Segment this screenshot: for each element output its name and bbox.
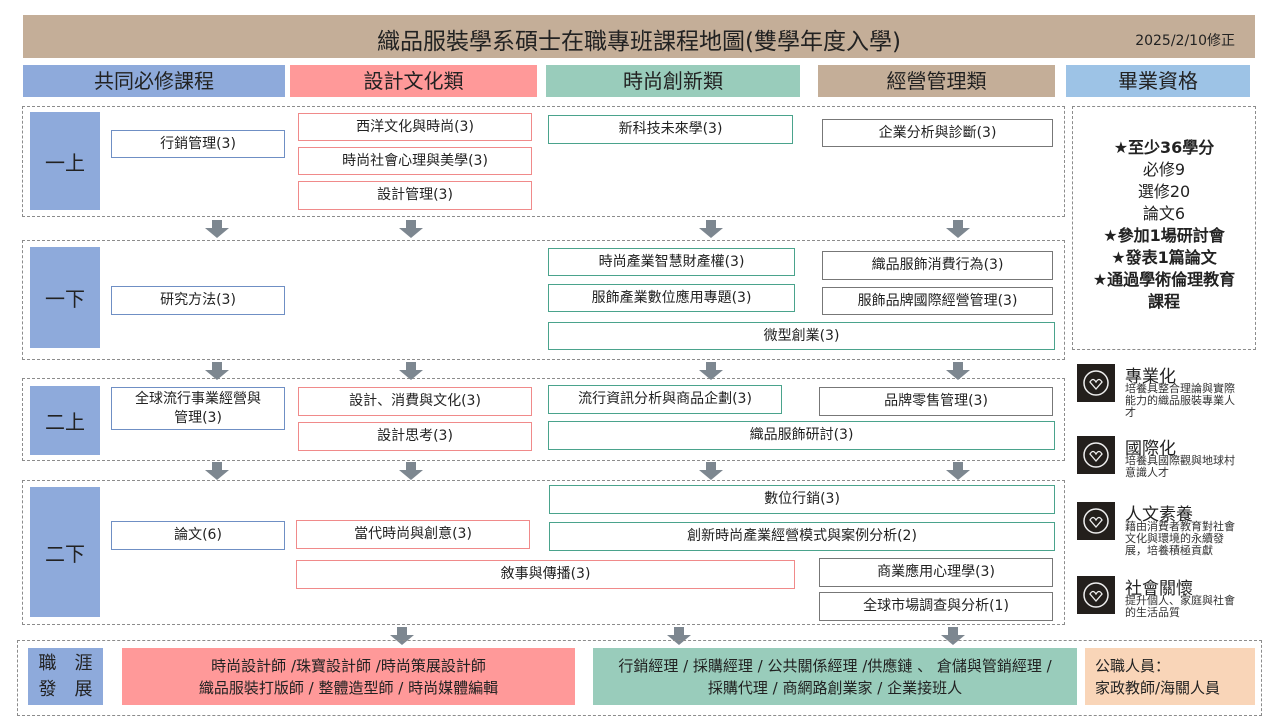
header-graduation: 畢業資格 [1066, 65, 1250, 97]
career-label-line: 職 涯 [38, 652, 93, 674]
course-box: 數位行銷(3) [549, 485, 1055, 514]
value-title: 國際化 [1125, 439, 1176, 459]
req-publish: ★發表1篇論文 [1111, 248, 1217, 267]
value-item: 專業化 培養具整合理論與實際能力的織品服裝專業人才 [1077, 362, 1257, 422]
course-box: 服飾產業數位應用專題(3) [548, 284, 795, 312]
career-line: 行銷經理 / 採購經理 / 公共關係經理 /供應鏈 、 倉儲與管銷經理 / [618, 656, 1052, 675]
req-seminar: ★參加1場研討會 [1103, 226, 1225, 245]
career-line: 時尚設計師 /珠寶設計師 /時尚策展設計師 [211, 656, 486, 675]
value-title: 社會關懷 [1125, 579, 1193, 599]
req-credits: ★至少36學分 [1113, 138, 1215, 157]
course-box: 織品服飾研討(3) [548, 421, 1055, 450]
course-box: 全球流行事業經營與管理(3) [111, 387, 285, 430]
revision-date: 2025/2/10修正 [1135, 33, 1235, 49]
course-box: 西洋文化與時尚(3) [298, 113, 532, 141]
course-box: 時尚社會心理與美學(3) [298, 147, 532, 175]
req-ethics: ★通過學術倫理教育課程 [1092, 270, 1236, 311]
course-box: 時尚產業智慧財產權(3) [548, 248, 795, 276]
course-box: 流行資訊分析與商品企劃(3) [548, 385, 782, 414]
semester-label: 二下 [30, 487, 100, 617]
course-box: 設計管理(3) [298, 181, 532, 210]
title-bar: 織品服裝學系碩士在職專班課程地圖(雙學年度入學) 2025/2/10修正 [23, 15, 1255, 58]
header-innovation: 時尚創新類 [546, 65, 800, 97]
req-elective: 選修20 [1137, 182, 1191, 201]
page-title: 織品服裝學系碩士在職專班課程地圖(雙學年度入學) [377, 29, 901, 55]
value-desc: 培養具國際觀與地球村意識人才 [1125, 454, 1235, 479]
value-title: 人文素養 [1125, 505, 1193, 525]
career-line: 織品服裝打版師 / 整體造型師 / 時尚媒體編輯 [198, 678, 499, 697]
career-block [17, 640, 1262, 716]
career-design: 時尚設計師 /珠寶設計師 /時尚策展設計師織品服裝打版師 / 整體造型師 / 時… [122, 648, 575, 705]
semester-block-2b [22, 480, 1065, 625]
hands-star-icon [1077, 364, 1115, 402]
course-box: 設計思考(3) [298, 422, 532, 451]
course-box: 服飾品牌國際經營管理(3) [822, 287, 1053, 315]
course-box: 論文(6) [111, 521, 285, 550]
value-item: 社會關懷 提升個人、家庭與社會的生活品質 [1077, 574, 1257, 634]
value-desc: 提升個人、家庭與社會的生活品質 [1125, 594, 1235, 619]
career-line: 家政教師/海關人員 [1095, 678, 1221, 697]
course-box: 微型創業(3) [548, 322, 1055, 350]
course-box: 全球市場調查與分析(1) [819, 592, 1053, 621]
semester-block-1a [22, 106, 1065, 217]
course-box: 品牌零售管理(3) [819, 387, 1053, 416]
value-title: 專業化 [1125, 367, 1176, 387]
career-label-line: 發 展 [38, 678, 93, 700]
career-public: 公職人員： 家政教師/海關人員 [1085, 648, 1255, 705]
header-business: 經營管理類 [818, 65, 1055, 97]
course-box: 設計、消費與文化(3) [298, 387, 532, 416]
req-thesis: 論文6 [1142, 204, 1186, 223]
globe-icon [1077, 436, 1115, 474]
course-box: 研究方法(3) [111, 286, 285, 315]
value-desc: 藉由消費者教育對社會文化與環境的永續發展，培養積極貢獻 [1125, 520, 1235, 557]
header-design: 設計文化類 [290, 65, 537, 97]
career-label: 職 涯發 展 [28, 648, 103, 705]
career-line: 公職人員： [1095, 656, 1171, 675]
course-box: 企業分析與診斷(3) [822, 119, 1053, 147]
semester-label: 一上 [30, 112, 100, 210]
value-item: 人文素養 藉由消費者教育對社會文化與環境的永續發展，培養積極貢獻 [1077, 500, 1257, 560]
semester-label: 二上 [30, 386, 100, 455]
course-box: 商業應用心理學(3) [819, 558, 1053, 587]
course-box: 創新時尚產業經營模式與案例分析(2) [549, 522, 1055, 551]
course-box: 當代時尚與創意(3) [296, 520, 530, 549]
semester-label: 一下 [30, 247, 100, 348]
semester-block-2a [22, 378, 1065, 461]
career-business: 行銷經理 / 採購經理 / 公共關係經理 /供應鏈 、 倉儲與管銷經理 / 採購代… [593, 648, 1077, 705]
value-item: 國際化 培養具國際觀與地球村意識人才 [1077, 434, 1257, 494]
course-box: 新科技未來學(3) [548, 115, 793, 144]
graduation-requirements: ★至少36學分 必修9 選修20 論文6 ★參加1場研討會 ★發表1篇論文 ★通… [1072, 106, 1256, 350]
career-line: 採購代理 / 商網路創業家 / 企業接班人 [707, 678, 963, 697]
value-desc: 培養具整合理論與實際能力的織品服裝專業人才 [1125, 382, 1235, 419]
req-required: 必修9 [1142, 160, 1186, 179]
semester-block-1b [22, 240, 1065, 360]
heart-circle-icon [1077, 502, 1115, 540]
course-box: 敘事與傳播(3) [296, 560, 795, 589]
header-core: 共同必修課程 [23, 65, 285, 97]
course-box: 織品服飾消費行為(3) [822, 251, 1053, 280]
course-box: 行銷管理(3) [111, 130, 285, 158]
people-heart-icon [1077, 576, 1115, 614]
